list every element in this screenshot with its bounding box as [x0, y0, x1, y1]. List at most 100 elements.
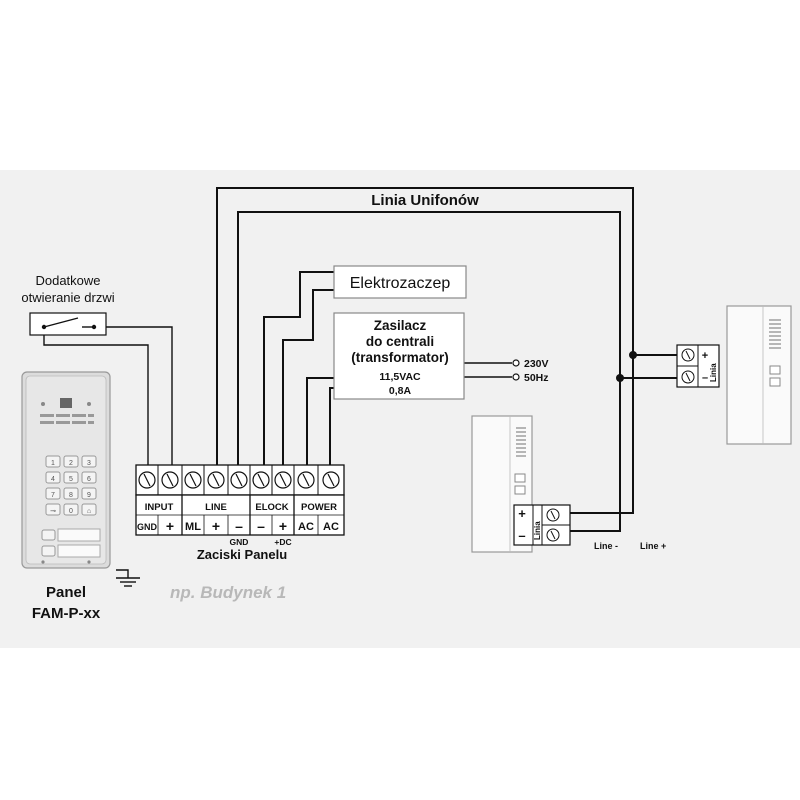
name-tag [57, 528, 101, 542]
screw-icon [252, 471, 270, 489]
screw-icon [230, 471, 248, 489]
screw-icon [681, 348, 695, 362]
pin-label: + [212, 518, 220, 534]
wire-power-2 [329, 387, 334, 465]
line-plus-label: Line + [640, 541, 666, 551]
diagram-background [0, 170, 800, 648]
sub-label-dc: +DC [274, 537, 291, 547]
group-power: POWER [301, 502, 337, 513]
group-line: LINE [205, 502, 227, 513]
speaker-grille [40, 414, 94, 424]
panel-model: FAM-P-xx [32, 605, 101, 622]
mains-frequency: 50Hz [524, 372, 549, 384]
line-minus-label: Line - [594, 541, 618, 551]
keypad: 1 2 3 4 5 6 7 8 9 ⊸ 0 ⌂ [45, 455, 97, 516]
handset-lower-plus: + [518, 506, 526, 521]
pin-label: ML [185, 521, 201, 533]
keypad-key: ⊸ [50, 508, 56, 515]
screw-icon [297, 471, 315, 489]
keypad-key: 2 [69, 460, 73, 467]
junction-dot [616, 374, 624, 382]
wires [43, 187, 683, 578]
extra-switch-box [29, 312, 107, 336]
screw-icon [546, 508, 560, 522]
pin-label: GND [137, 522, 158, 532]
psu-line-3: (transformator) [351, 350, 449, 365]
mains-terminal-dot [512, 359, 520, 367]
door-panel: 1 2 3 4 5 6 7 8 9 ⊸ 0 ⌂ [21, 371, 111, 569]
screw-icon [184, 471, 202, 489]
handset-upper [726, 305, 792, 445]
handset-upper-linia: Linia [709, 363, 718, 382]
handset-button [769, 365, 781, 375]
screw-icon [322, 471, 340, 489]
power-supply-box [333, 312, 465, 400]
pin-label: AC [323, 521, 339, 533]
keypad-key: 9 [87, 492, 91, 499]
screw-icon [681, 370, 695, 384]
handset-button [514, 485, 526, 495]
terminal-caption: Zaciski Panelu [197, 547, 287, 562]
handset-lower-minus: – [518, 528, 525, 543]
handset-button [514, 473, 526, 483]
elock-label: Elektrozaczep [350, 275, 451, 292]
call-buttons [41, 528, 101, 558]
psu-line-1: Zasilacz [374, 318, 427, 333]
mains-voltage: 230V [524, 358, 549, 370]
keypad-key: 1 [51, 460, 55, 467]
handset-upper-terminal [676, 344, 720, 388]
unifon-line-title: Linia Unifonów [371, 192, 479, 209]
wire-switch-1 [43, 327, 149, 465]
psu-line-2: do centrali [366, 334, 434, 349]
building-caption: np. Budynek 1 [170, 583, 286, 602]
handset-button [769, 377, 781, 387]
junction-dot [629, 351, 637, 359]
psu-line-5: 0,8A [389, 385, 412, 397]
elock-box [333, 265, 467, 299]
extra-switch-label-1: Dodatkowe [35, 273, 100, 288]
wire-switch-2 [94, 326, 173, 465]
group-elock: ELOCK [255, 502, 288, 513]
pin-label: + [166, 518, 174, 534]
screw-icon [274, 471, 292, 489]
psu-line-4: 11,5VAC [379, 371, 421, 383]
pin-label: – [235, 518, 243, 534]
keypad-key: 5 [69, 476, 73, 483]
mains-terminal-dot [512, 373, 520, 381]
wire-unifon-inner [237, 211, 683, 465]
speaker-grille [516, 427, 526, 457]
handset-lower-terminal [513, 504, 571, 546]
pin-label: + [279, 518, 287, 534]
call-button [41, 545, 56, 557]
sub-label-gnd: GND [230, 537, 249, 547]
name-tag [57, 544, 101, 558]
screw-icon [207, 471, 225, 489]
handset-upper-plus: + [702, 350, 708, 362]
pin-label: AC [298, 521, 314, 533]
wire-unifon-outer [216, 187, 683, 465]
call-button [41, 529, 56, 541]
keypad-key: 3 [87, 460, 91, 467]
screw-icon [161, 471, 179, 489]
screw-icon [546, 528, 560, 542]
handset-lower-linia: Linia [533, 521, 542, 540]
wire-power-1 [306, 377, 334, 465]
camera-icon [60, 398, 72, 408]
wire-elock-1 [263, 271, 334, 465]
keypad-key: ⌂ [87, 508, 91, 515]
keypad-key: 7 [51, 492, 55, 499]
speaker-grille [769, 319, 781, 349]
panel-name: Panel [46, 584, 86, 601]
extra-switch-label-2: otwieranie drzwi [21, 290, 114, 305]
wire-handset-minus [570, 355, 634, 514]
screw-terminals [138, 471, 340, 489]
handset-upper-minus: – [702, 372, 708, 384]
keypad-key: 0 [69, 508, 73, 515]
keypad-key: 8 [69, 492, 73, 499]
wire-ground [116, 569, 129, 578]
group-input: INPUT [145, 502, 174, 513]
keypad-key: 4 [51, 476, 55, 483]
pin-label: – [257, 518, 265, 534]
